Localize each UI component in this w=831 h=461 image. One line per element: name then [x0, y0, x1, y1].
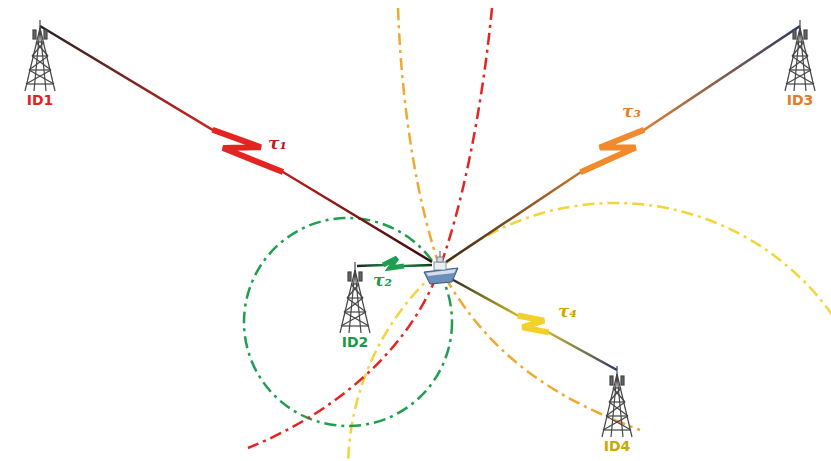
- base-station: ID4: [597, 366, 637, 454]
- station-id: ID3: [787, 92, 814, 108]
- tower-lattice: [602, 366, 632, 437]
- delay-label: τ₁: [268, 134, 287, 153]
- station-id: ID4: [604, 438, 631, 454]
- signal-bolt: [581, 130, 645, 173]
- signal-links: [40, 26, 800, 370]
- red-curve: [248, 8, 492, 448]
- signal-line: [40, 26, 432, 262]
- orange-curve: [398, 8, 640, 430]
- ship-icon: [424, 251, 458, 284]
- signal-bolt: [383, 258, 404, 268]
- signal-line: [446, 276, 617, 370]
- tower-lattice: [340, 262, 370, 333]
- signal-bolt: [518, 316, 549, 333]
- tower-icon: [780, 20, 820, 92]
- tower-icon: [20, 20, 60, 92]
- station-id: ID2: [342, 334, 369, 350]
- delay-label: τ₂: [373, 271, 392, 290]
- base-station: ID1: [20, 20, 60, 108]
- delay-label: τ₃: [622, 102, 641, 121]
- tower-icon: [597, 366, 637, 438]
- signal-line: [446, 26, 800, 262]
- signal-line: [357, 258, 432, 268]
- base-station: ID2: [335, 262, 375, 350]
- green-circle: [244, 218, 452, 426]
- yellow-curve: [348, 203, 831, 461]
- tower-icon: [335, 262, 375, 334]
- tower-lattice: [25, 20, 55, 91]
- base-station: ID3: [780, 20, 820, 108]
- position-curves: [244, 8, 831, 461]
- station-id: ID1: [27, 92, 54, 108]
- delay-label: τ₄: [558, 302, 577, 321]
- tower-lattice: [785, 20, 815, 91]
